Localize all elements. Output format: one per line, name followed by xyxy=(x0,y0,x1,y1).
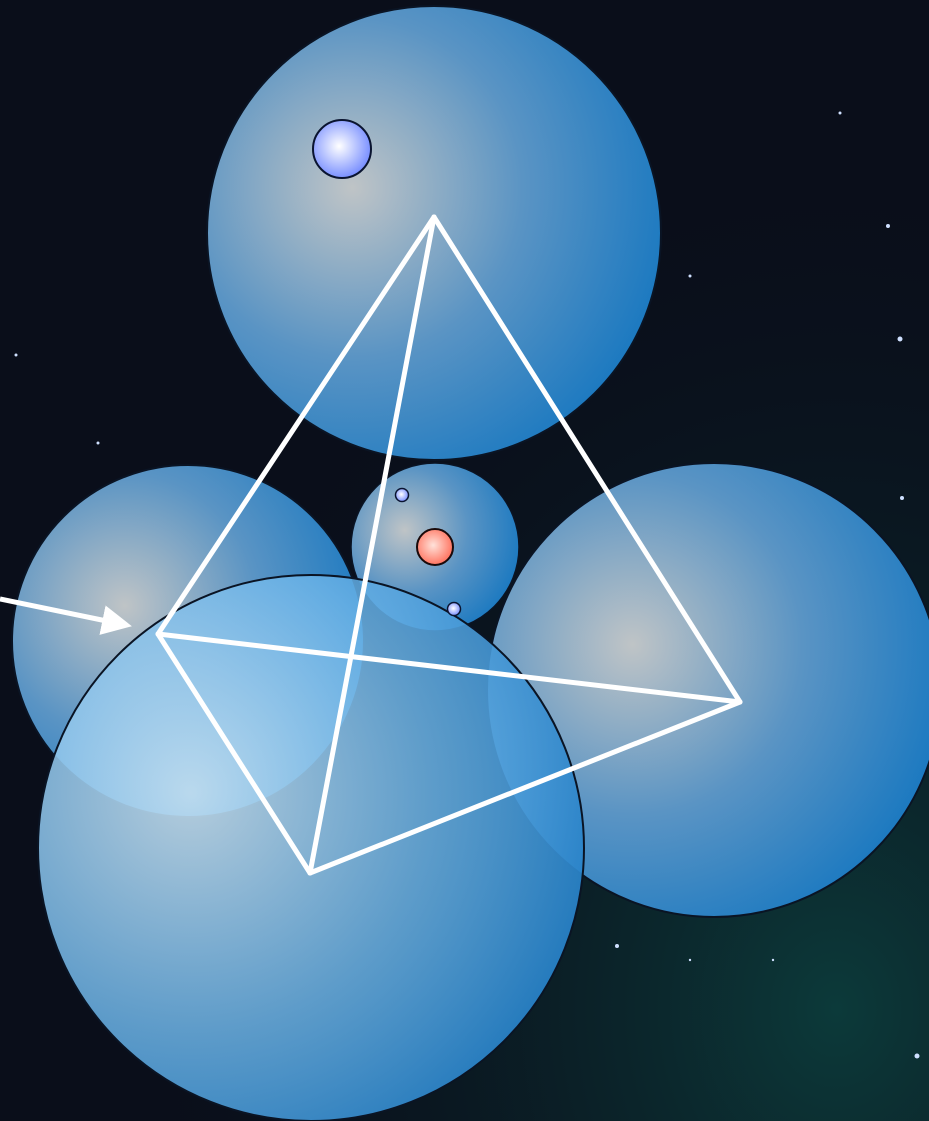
large-sphere-front xyxy=(38,575,584,1121)
blue-particle-small-upper xyxy=(396,489,409,502)
blue-particle-small-lower xyxy=(448,603,461,616)
large-sphere-top xyxy=(207,6,661,460)
red-particle xyxy=(417,529,453,565)
blue-particle-large xyxy=(313,120,371,178)
